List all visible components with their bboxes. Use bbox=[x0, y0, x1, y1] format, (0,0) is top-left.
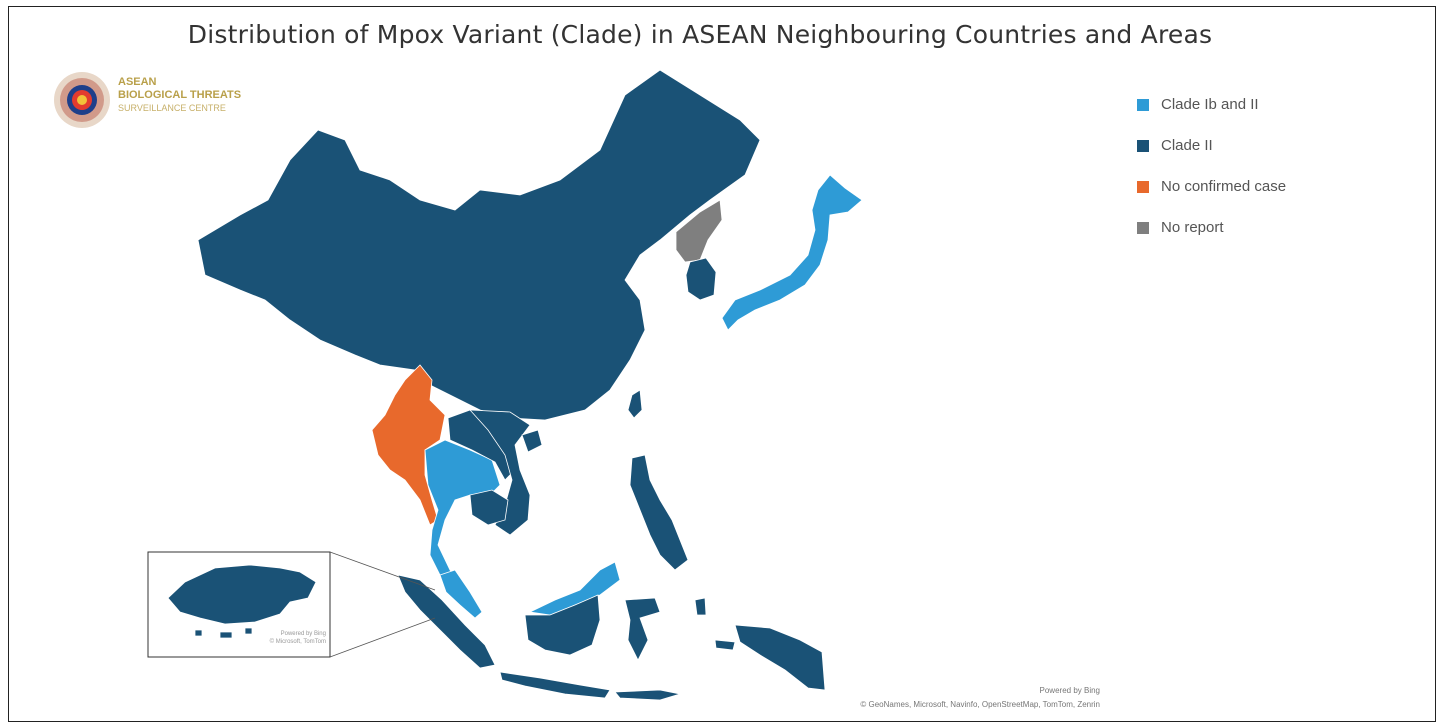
region-indonesia-java[interactable] bbox=[499, 671, 611, 699]
region-indonesia-sulawesi[interactable] bbox=[624, 597, 661, 661]
region-japan[interactable] bbox=[721, 174, 863, 331]
inset-caption-line-2: © Microsoft, TomTom bbox=[269, 639, 326, 645]
inset-caption-line-1: Powered by Bing bbox=[280, 631, 326, 637]
legend-swatch-no-report bbox=[1137, 221, 1149, 234]
legend-swatch-clade-ib-ii bbox=[1137, 98, 1149, 111]
logo-text: ASEAN BIOLOGICAL THREATS SURVEILLANCE CE… bbox=[118, 76, 241, 115]
logo-emblem-core bbox=[77, 95, 87, 105]
region-south-korea[interactable] bbox=[685, 257, 717, 301]
logo-line-1: ASEAN bbox=[118, 76, 157, 88]
region-singapore-islands[interactable] bbox=[194, 627, 253, 639]
region-china-hainan[interactable] bbox=[521, 429, 543, 453]
map-title: Distribution of Mpox Variant (Clade) in … bbox=[187, 20, 1213, 49]
legend-swatch-no-confirmed-case bbox=[1137, 180, 1149, 193]
attribution-powered[interactable]: Powered by Bing bbox=[1039, 686, 1100, 695]
attribution-credits[interactable]: © GeoNames, Microsoft, Navinfo, OpenStre… bbox=[860, 700, 1100, 709]
region-cambodia[interactable] bbox=[469, 489, 509, 526]
region-taiwan[interactable] bbox=[627, 389, 643, 419]
legend-label-no-confirmed-case: No confirmed case bbox=[1161, 178, 1287, 195]
region-indonesia-kalimantan[interactable] bbox=[524, 594, 601, 656]
inset-leader-top bbox=[329, 551, 436, 591]
legend: Clade Ib and II Clade II No confirmed ca… bbox=[1137, 84, 1286, 248]
legend-label-clade-ib-ii: Clade Ib and II bbox=[1161, 96, 1259, 113]
region-indonesia-sumatra[interactable] bbox=[397, 574, 496, 669]
legend-item-clade-ib-ii: Clade Ib and II bbox=[1137, 84, 1286, 125]
asean-logo bbox=[54, 72, 110, 128]
legend-item-clade-ii: Clade II bbox=[1137, 125, 1286, 166]
region-vietnam[interactable] bbox=[469, 409, 531, 536]
inset-caption: Powered by Bing © Microsoft, TomTom bbox=[240, 630, 326, 646]
region-indonesia-papua[interactable] bbox=[734, 624, 826, 691]
region-north-korea[interactable] bbox=[675, 199, 723, 263]
region-malaysia-peninsula[interactable] bbox=[439, 569, 483, 619]
region-philippines[interactable] bbox=[629, 454, 689, 571]
region-thailand[interactable] bbox=[424, 439, 501, 611]
legend-swatch-clade-ii bbox=[1137, 139, 1149, 152]
region-indonesia-islands[interactable] bbox=[614, 597, 736, 701]
legend-item-no-report: No report bbox=[1137, 207, 1286, 248]
legend-label-clade-ii: Clade II bbox=[1161, 137, 1213, 154]
legend-label-no-report: No report bbox=[1161, 219, 1224, 236]
region-china[interactable] bbox=[197, 69, 761, 421]
logo-line-3: SURVEILLANCE CENTRE bbox=[118, 103, 226, 113]
region-singapore[interactable] bbox=[167, 564, 317, 625]
logo-line-2: BIOLOGICAL THREATS bbox=[118, 89, 242, 101]
inset-leader-bottom bbox=[329, 617, 436, 658]
legend-item-no-confirmed-case: No confirmed case bbox=[1137, 166, 1286, 207]
